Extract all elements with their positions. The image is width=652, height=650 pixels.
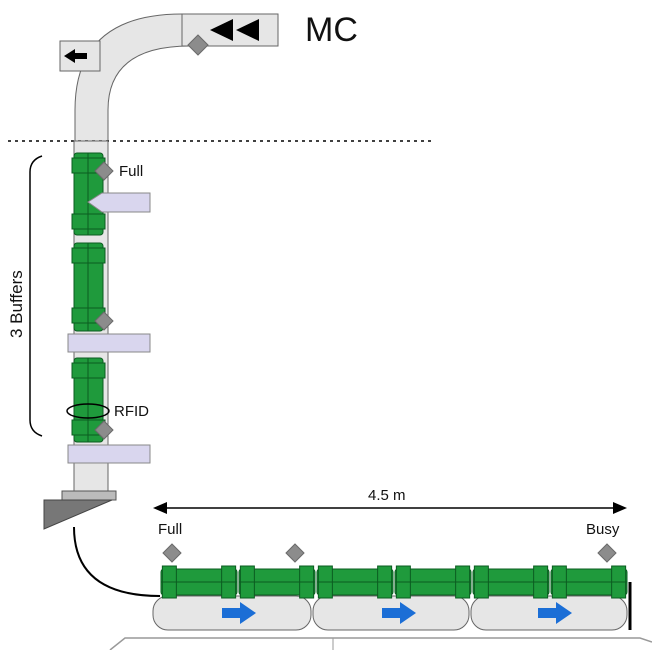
horizontal-carrier <box>550 565 628 599</box>
stopper-1 <box>87 192 151 213</box>
transfer-curve <box>73 526 161 597</box>
right-arrow-icon <box>222 602 256 624</box>
carrier-buffer-2 <box>71 242 106 332</box>
track-base <box>61 490 117 501</box>
rfid-ring <box>66 403 110 419</box>
horizontal-carrier <box>160 565 238 599</box>
length-label: 4.5 m <box>368 487 406 504</box>
horizontal-carrier <box>394 565 472 599</box>
transport-belt-outline <box>109 637 652 650</box>
right-arrow-icon <box>538 602 572 624</box>
vertical-carriers <box>71 152 106 443</box>
full-label-horizontal: Full <box>158 521 182 538</box>
horizontal-carrier <box>316 565 394 599</box>
buffers-label: 3 Buffers <box>7 270 26 338</box>
full-label-vertical: Full <box>119 163 143 180</box>
right-arrow-icon <box>382 602 416 624</box>
double-left-arrow-icon <box>210 19 259 41</box>
rfid-sensor-icon <box>94 420 114 440</box>
exit-direction-box <box>59 40 101 72</box>
stopper-3 <box>67 444 151 464</box>
mc-sensor-icon <box>187 34 209 56</box>
dimension-line <box>153 502 627 514</box>
horizontal-carrier <box>472 565 550 599</box>
stopper-2 <box>67 333 151 353</box>
horizontal-carrier <box>238 565 316 599</box>
mc-label: MC <box>305 11 358 49</box>
busy-sensor-icon <box>597 543 617 563</box>
buffers-bracket <box>29 155 43 437</box>
left-arrow-icon <box>64 49 87 63</box>
horizontal-carriers <box>160 565 628 599</box>
conveyor-arrows <box>222 602 572 624</box>
busy-label: Busy <box>586 521 620 538</box>
full-sensor-icon <box>94 161 114 181</box>
buffer-sensor-icon <box>94 311 114 331</box>
rfid-label: RFID <box>114 403 149 420</box>
middle-sensor-icon <box>285 543 305 563</box>
full-sensor-horizontal-icon <box>162 543 182 563</box>
transfer-chute <box>43 499 113 530</box>
